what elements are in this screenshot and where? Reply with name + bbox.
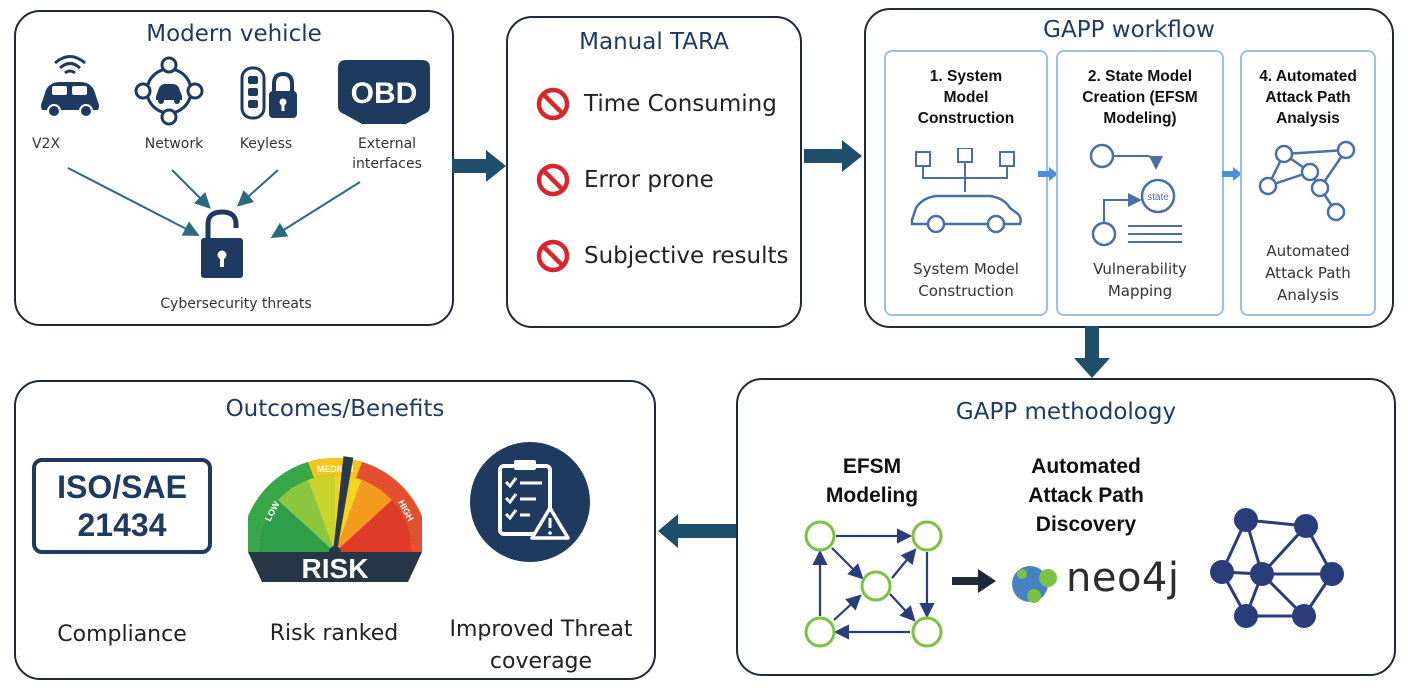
- state-model-icon: state: [1089, 143, 1182, 247]
- outcomes-panel: Outcomes/Benefits ISO/SAE 21434 LOW MEDI…: [14, 380, 656, 680]
- gauge-medium-text: MEDIUM: [317, 464, 354, 474]
- attack-graph-icon: [1210, 508, 1344, 628]
- workflow-step-caption: Vulnerability Mapping: [1093, 260, 1187, 300]
- threat-coverage-label: Improved Threat coverage: [449, 617, 633, 674]
- iso-line-2: 21434: [77, 507, 167, 543]
- keyless-label: Keyless: [239, 136, 293, 152]
- workflow-step-heading: 4. Automated Attack Path Analysis: [1259, 68, 1357, 127]
- efsm-heading: EFSM Modeling: [825, 455, 919, 507]
- workflow-step-2: 2. State Model Creation (EFSM Modeling) …: [1056, 50, 1224, 316]
- tara-item: Time Consuming: [536, 84, 777, 124]
- state-icon-text: state: [1147, 192, 1169, 203]
- obd-port-icon: OBD: [338, 60, 430, 124]
- obd-text: OBD: [351, 77, 418, 110]
- key-fob-lock-icon: [240, 66, 297, 120]
- workflow-step-heading: 1. System Model Construction: [917, 68, 1015, 127]
- flow-arrow-2: [804, 140, 862, 172]
- system-model-car-icon: [910, 148, 1022, 234]
- discovery-heading: Automated Attack Path Discovery: [1028, 455, 1144, 536]
- risk-ranked-label: Risk ranked: [269, 621, 399, 646]
- attack-path-graph-icon: [1258, 140, 1356, 222]
- tara-item: Error prone: [536, 160, 714, 200]
- tara-item-label: Subjective results: [584, 243, 789, 269]
- workflow-step-caption: Automated Attack Path Analysis: [1265, 242, 1351, 304]
- risk-gauge-icon: LOW MEDIUM HIGH RISK: [248, 456, 422, 584]
- compliance-label: Compliance: [57, 622, 187, 647]
- workflow-step-caption: System Model Construction: [913, 260, 1019, 300]
- efsm-graph-icon: [804, 520, 943, 648]
- gapp-methodology-title: GAPP methodology: [955, 399, 1177, 425]
- iso-badge: ISO/SAE 21434: [32, 458, 212, 554]
- clipboard-warning-icon: [470, 442, 590, 562]
- padlock-icon: [201, 209, 243, 278]
- neo4j-logo-icon: [1012, 566, 1057, 603]
- network-car-icon: [134, 56, 204, 126]
- external-interfaces-label: External interfaces: [352, 136, 422, 172]
- flow-arrow-4: [658, 514, 736, 548]
- tara-item: Subjective results: [536, 236, 789, 276]
- workflow-step-4: 4. Automated Attack Path Analysis Automa…: [1240, 50, 1376, 316]
- gapp-methodology-panel: GAPP methodology EFSM Modeling: [736, 378, 1396, 676]
- flow-arrow-1: [452, 150, 506, 182]
- iso-line-1: ISO/SAE: [57, 469, 187, 505]
- tara-item-label: Error prone: [584, 167, 714, 193]
- manual-tara-panel: Manual TARA Time Consuming Error prone S…: [506, 16, 802, 328]
- network-label: Network: [144, 136, 204, 152]
- cybersecurity-threats-label: Cybersecurity threats: [160, 296, 312, 312]
- v2x-label: V2X: [31, 136, 61, 152]
- prohibited-icon: [536, 87, 570, 121]
- gauge-risk-text: RISK: [302, 553, 369, 584]
- outcomes-title: Outcomes/Benefits: [225, 396, 445, 422]
- workflow-arrow: [1038, 167, 1058, 181]
- prohibited-icon: [536, 239, 570, 273]
- workflow-arrow: [1222, 167, 1242, 181]
- workflow-step-1: 1. System Model Construction System Mode…: [884, 50, 1048, 316]
- manual-tara-title: Manual TARA: [579, 29, 729, 55]
- flow-arrow-3: [1074, 326, 1110, 378]
- modern-vehicle-title: Modern vehicle: [146, 21, 322, 47]
- gapp-workflow-panel: GAPP workflow 1. System Model Constructi…: [864, 8, 1394, 328]
- gapp-workflow-title: GAPP workflow: [1043, 17, 1215, 43]
- modern-vehicle-panel: Modern vehicle V2X Network Keyless: [14, 10, 454, 326]
- car-wireless-icon: [41, 55, 99, 118]
- tara-item-label: Time Consuming: [584, 91, 777, 117]
- prohibited-icon: [536, 163, 570, 197]
- neo4j-text: neo4j: [1066, 555, 1180, 601]
- methodology-arrow: [952, 569, 996, 593]
- threat-arrows: [67, 167, 361, 239]
- workflow-step-heading: 2. State Model Creation (EFSM Modeling): [1082, 68, 1198, 127]
